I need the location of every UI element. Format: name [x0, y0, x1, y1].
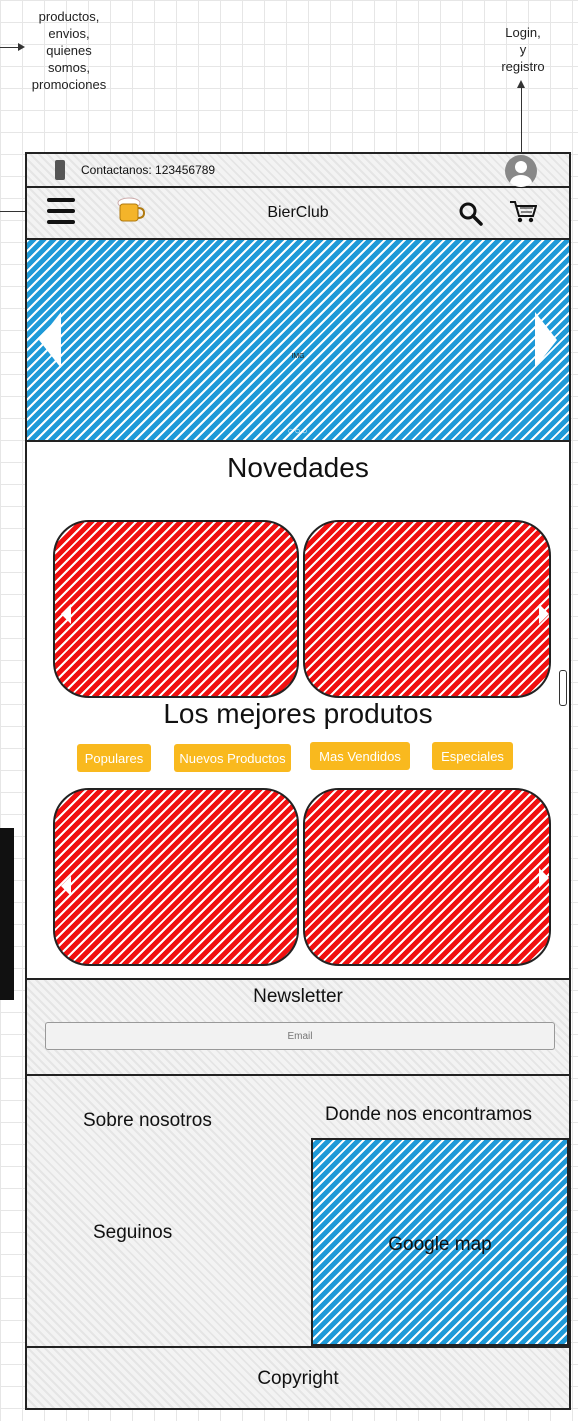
best-product-card-2[interactable] — [303, 788, 551, 966]
scrollbar-thumb[interactable] — [559, 670, 567, 706]
menu-annotation-arrow — [0, 47, 20, 48]
menu-annotation: productos, envios, quienes somos, promoc… — [31, 9, 107, 92]
newsletter-email-input[interactable] — [45, 1022, 555, 1050]
carousel-prev-arrow[interactable] — [39, 312, 61, 368]
hamburger-menu-icon[interactable] — [47, 198, 75, 224]
contact-text: Contactanos: 123456789 — [81, 163, 216, 177]
novedades-prev-arrow[interactable] — [61, 604, 71, 624]
footer-about-link[interactable]: Sobre nosotros — [83, 1110, 212, 1131]
login-annotation-arrowhead — [517, 80, 525, 88]
search-icon[interactable] — [459, 202, 483, 226]
phone-icon — [55, 160, 65, 180]
google-map-label: Google map — [388, 1234, 492, 1255]
novedades-product-card-1[interactable] — [53, 520, 299, 698]
newsletter-title: Newsletter — [253, 986, 343, 1007]
login-annotation: Login, y registro — [501, 25, 545, 74]
copyright-text: Copyright — [257, 1368, 339, 1389]
footer-follow-title: Seguinos — [93, 1222, 173, 1243]
footer-location-title: Donde nos encontramos — [325, 1104, 533, 1125]
side-dark-block — [0, 828, 14, 1000]
carousel-dots[interactable]: ○○○ — [287, 426, 309, 437]
tab-nuevos-productos[interactable]: Nuevos Productos — [174, 744, 291, 772]
tab-populares[interactable]: Populares — [77, 744, 151, 772]
beer-logo-icon[interactable] — [115, 196, 146, 224]
phone-frame: Contactanos: 123456789 BierClub — [25, 152, 571, 1410]
carousel-image-label: IMG — [291, 353, 305, 360]
login-annotation-arrow — [521, 86, 522, 154]
menu-annotation-arrowhead — [18, 43, 25, 51]
main-header: BierClub — [27, 188, 569, 240]
best-products-prev-arrow[interactable] — [61, 876, 71, 896]
contact-bar: Contactanos: 123456789 — [27, 154, 569, 188]
google-map[interactable]: Google map — [311, 1138, 569, 1346]
novedades-next-arrow[interactable] — [539, 604, 549, 624]
novedades-title: Novedades — [227, 452, 369, 483]
nav-annotation-line — [0, 211, 42, 212]
brand-title: BierClub — [267, 204, 329, 221]
carousel-next-arrow[interactable] — [535, 312, 557, 368]
footer-info: Sobre nosotros Donde nos encontramos Seg… — [27, 1076, 569, 1348]
hero-carousel[interactable]: IMG ○○○ — [27, 240, 569, 442]
newsletter-section: Newsletter — [27, 978, 569, 1076]
best-product-card-1[interactable] — [53, 788, 299, 966]
novedades-product-card-2[interactable] — [303, 520, 551, 698]
tab-mas-vendidos[interactable]: Mas Vendidos — [310, 742, 410, 770]
best-products-next-arrow[interactable] — [539, 868, 549, 888]
tab-especiales[interactable]: Especiales — [432, 742, 513, 770]
best-products-title: Los mejores produtos — [163, 698, 433, 729]
copyright-bar: Copyright — [27, 1348, 569, 1408]
cart-icon[interactable] — [509, 200, 538, 224]
user-avatar-icon[interactable] — [505, 155, 537, 187]
